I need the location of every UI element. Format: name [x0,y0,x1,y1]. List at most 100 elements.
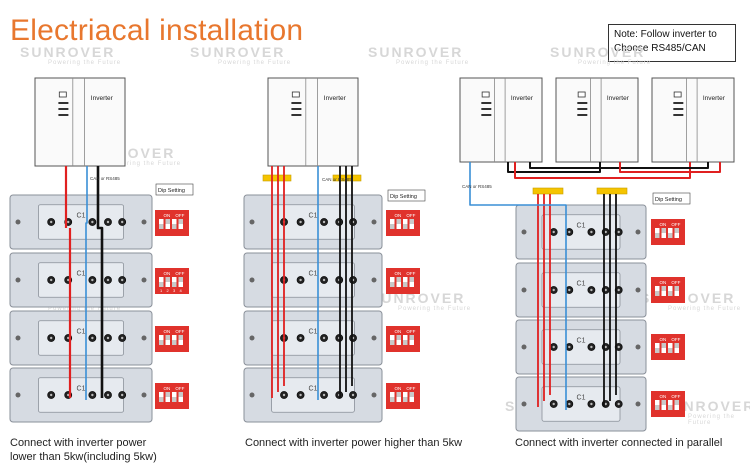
terminal-core [590,402,593,406]
terminal-core [106,278,110,282]
inverter-box [651,77,735,163]
dip-number: 3 [173,288,176,293]
dip-off-label: OFF [671,337,680,342]
terminal-core [91,336,94,340]
caption-2: Connect with inverter power higher than … [245,437,463,449]
terminal-core [590,288,593,292]
module-label: C1 [77,329,86,336]
dip-lever [396,277,401,282]
dip-off-label: OFF [175,213,184,218]
dip-title-label: Dip Setting [390,194,417,200]
dc-positive-wire [514,162,691,179]
terminal-core [106,393,110,397]
terminal-core [604,230,607,234]
screw-icon [635,401,641,407]
busbar [332,174,362,182]
dip-lever [409,392,414,397]
dip-title-label: Dip Setting [158,188,185,194]
terminal-core [120,220,124,224]
dip-lever [403,340,408,345]
dip-lever [390,282,395,287]
terminal-core [91,393,94,397]
comm-wire [469,162,567,410]
dip-lever [661,400,666,405]
screw-icon [371,219,377,225]
dip-lever [655,348,660,353]
watermark-tagline: Powering the Future [668,306,742,312]
screw-icon [521,229,527,235]
dip-title-label: Dip Setting [655,197,682,203]
screw-icon [15,277,21,283]
dip-lever [172,397,177,402]
inverter-led [291,114,302,116]
dc-negative-wire [96,166,104,398]
watermark-tagline: Powering the Future [396,60,470,66]
dip-lever [172,340,177,345]
dip-off-label: OFF [175,329,184,334]
dip-lever [178,335,183,340]
caption-3: Connect with inverter connected in paral… [515,437,723,449]
dc-positive-wire [619,162,721,173]
module-label: C1 [577,281,586,288]
dip-off-label: OFF [671,394,680,399]
screw-icon [635,287,641,293]
inverter-box [267,77,359,167]
watermark-tagline: Powering the Future [218,60,292,66]
watermark-tagline: Powering the Future [108,161,182,167]
caption-1-line-1: Connect with inverter power [10,437,147,449]
dip-lever [674,400,679,405]
dip-lever [165,219,170,224]
screw-icon [249,277,255,283]
terminal-core [590,230,593,234]
screw-icon [521,401,527,407]
module-label: C1 [577,223,586,230]
dip-lever [403,282,408,287]
busbar [596,187,628,195]
dip-lever [409,335,414,340]
watermark-tagline: Powering the Future [578,60,652,66]
dip-off-label: OFF [175,271,184,276]
screw-icon [635,229,641,235]
inverter-label: Inverter [91,95,114,102]
comm-label: CAN or RS485 [90,176,120,181]
busbar [262,174,292,182]
screw-icon [141,277,147,283]
terminal-core [106,336,110,340]
screw-icon [249,219,255,225]
watermark-tagline: Powering the Future [48,306,122,312]
screw-icon [249,335,255,341]
inverter-label: Inverter [324,95,347,102]
inverter-led [481,108,492,110]
terminal-core [49,278,53,282]
inverter-led [481,114,492,116]
dip-off-label: OFF [406,386,415,391]
dip-on-label: ON [164,271,171,276]
inverter-display-icon [58,91,67,98]
terminal-core [120,278,124,282]
terminal-core [67,393,70,397]
dip-lever [165,335,170,340]
terminal-core [67,278,70,282]
terminal-core [604,402,607,406]
dip-off-label: OFF [406,271,415,276]
inverter-label: Inverter [703,95,726,102]
comm-label: CAN or RS485 [322,177,352,182]
module-label: C1 [309,329,318,336]
terminal-core [552,402,555,406]
inverter-box [459,77,543,163]
terminal-core [351,393,355,397]
watermark-brand: SUNROVER [190,44,286,60]
dip-lever [403,397,408,402]
dip-off-label: OFF [175,386,184,391]
inverter-led [673,114,684,116]
dip-on-label: ON [395,386,402,391]
terminal-core [552,230,555,234]
dip-lever [661,343,666,348]
terminal-core [91,220,94,224]
dip-lever [655,405,660,410]
terminal-core [322,220,326,224]
inverter-display-icon [673,91,682,98]
terminal-core [604,345,607,349]
